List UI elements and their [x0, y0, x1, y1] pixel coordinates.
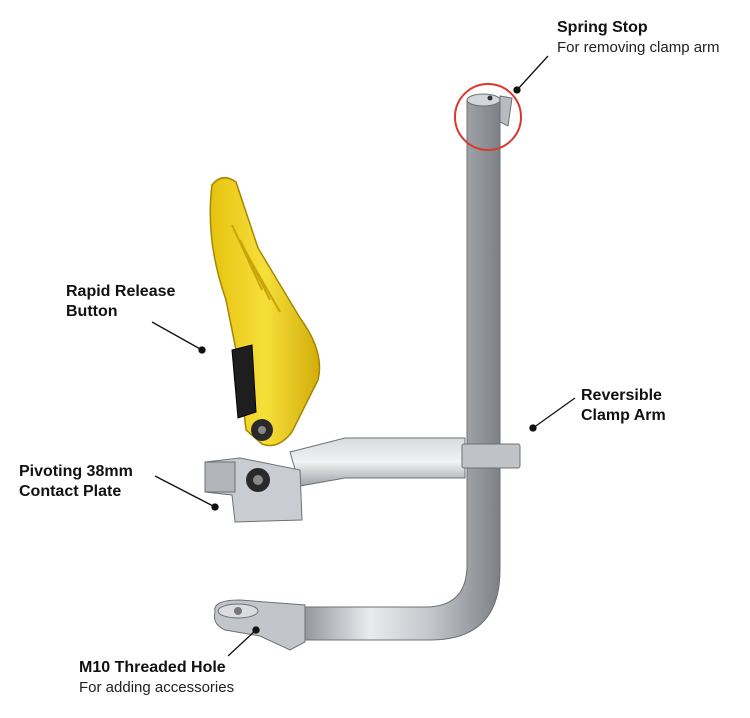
reversible-arm-line1: Reversible	[581, 387, 662, 404]
main-bar	[299, 93, 513, 641]
contact-plate-line2: Contact Plate	[19, 483, 122, 500]
reversible-arm-line2: Clamp Arm	[581, 407, 666, 424]
threaded-hole-subtitle: For adding accessories	[79, 679, 235, 696]
rapid-release-label: Rapid Release Button	[66, 282, 175, 322]
spring-stop-subtitle: For removing clamp arm	[557, 39, 720, 56]
spring-stop-title: Spring Stop	[557, 19, 648, 36]
yellow-handle	[209, 176, 321, 447]
leader-rapid-release	[151, 321, 203, 351]
bottom-foot	[214, 599, 306, 651]
rapid-release-button-shape	[231, 344, 257, 419]
reversible-arm-label: Reversible Clamp Arm	[581, 386, 666, 426]
threaded-hole-title: M10 Threaded Hole	[79, 659, 226, 676]
leader-spring-stop	[516, 55, 549, 91]
rapid-release-line2: Button	[66, 303, 118, 320]
spring-stop-label: Spring Stop For removing clamp arm	[557, 18, 720, 58]
leader-reversible-arm	[532, 397, 576, 429]
rapid-release-line1: Rapid Release	[66, 283, 176, 300]
leader-threaded-hole	[227, 629, 257, 657]
contact-plate-label: Pivoting 38mm Contact Plate	[19, 462, 133, 502]
contact-plate	[204, 457, 303, 523]
leader-contact-plate	[154, 475, 216, 508]
leader-lines	[151, 55, 576, 657]
contact-plate-line1: Pivoting 38mm	[19, 463, 133, 480]
spring-stop-callout-circle	[454, 83, 522, 151]
threaded-hole-label: M10 Threaded Hole For adding accessories	[79, 658, 234, 698]
